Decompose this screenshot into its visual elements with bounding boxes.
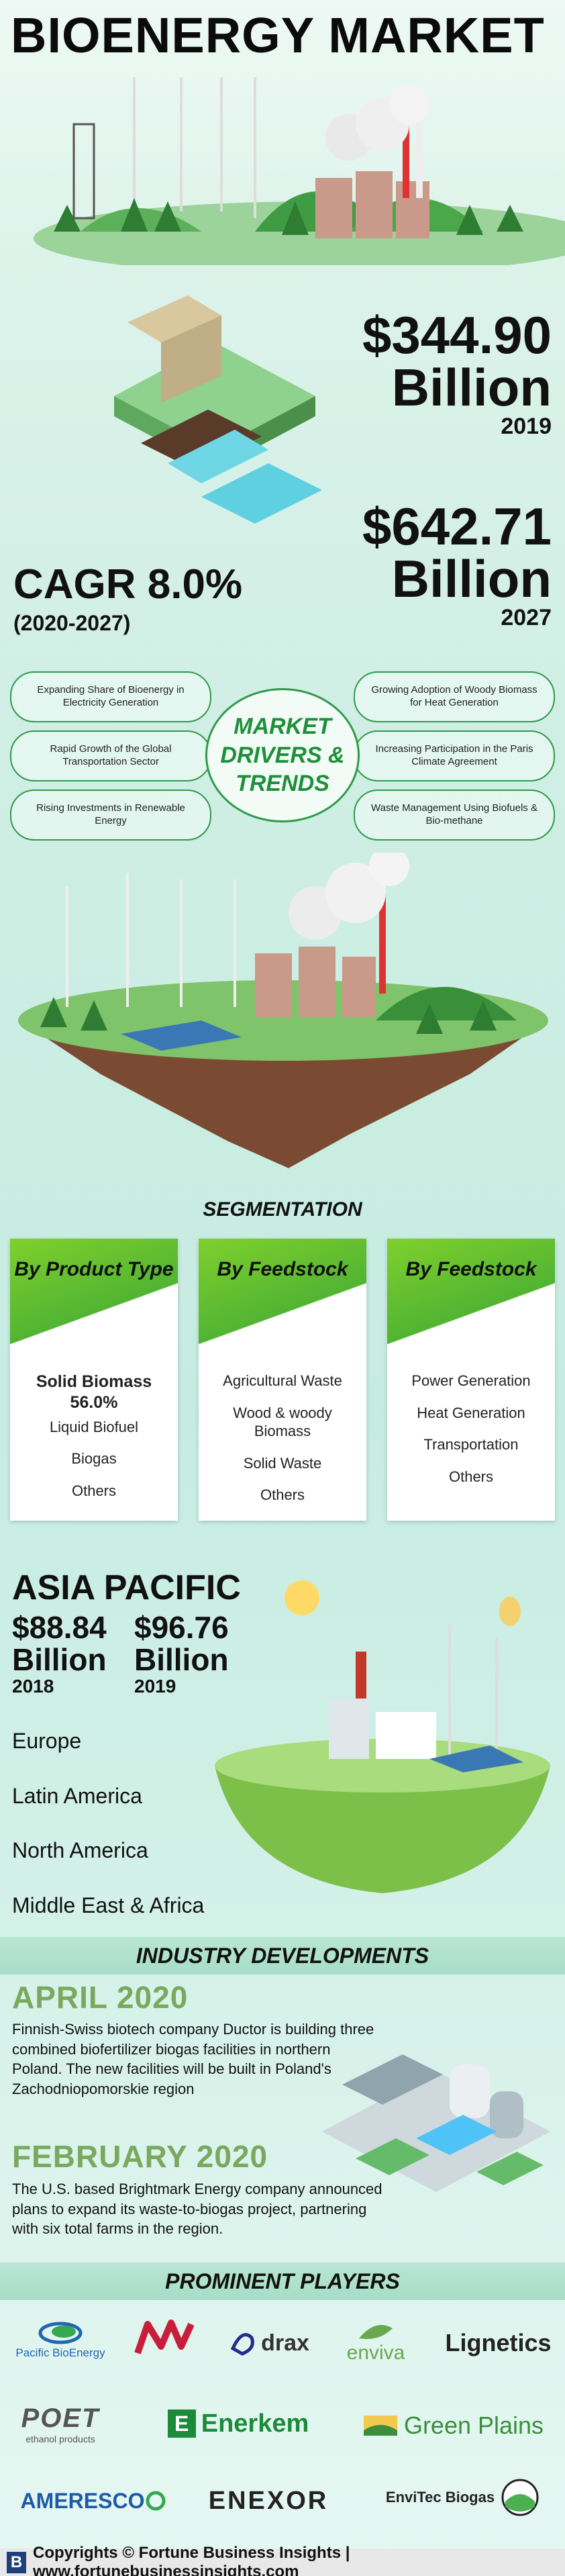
region-latin-america: Latin America bbox=[12, 1784, 142, 1808]
region-unit-2019: Billion bbox=[134, 1642, 229, 1678]
segment-item: Liquid Biofuel bbox=[49, 1418, 139, 1435]
driver-right-3: Waste Management Using Biofuels & Bio-me… bbox=[354, 790, 555, 841]
segment-item: Transportation bbox=[423, 1436, 519, 1453]
market-unit-2019: Billion bbox=[391, 358, 552, 417]
landscape-illustration bbox=[34, 77, 565, 265]
driver-right-2: Increasing Participation in the Paris Cl… bbox=[354, 730, 555, 781]
region-north-america: North America bbox=[12, 1838, 148, 1862]
market-unit-2027: Billion bbox=[391, 549, 552, 608]
logo-enerkem: E Enerkem bbox=[161, 2400, 315, 2447]
card-title: By Product Type bbox=[10, 1239, 178, 1353]
segment-item: Others bbox=[71, 1482, 117, 1499]
card-title: By Feedstock bbox=[387, 1239, 555, 1353]
segment-item: Solid Waste bbox=[243, 1454, 322, 1472]
drivers-hub: MARKET DRIVERS & TRENDS bbox=[205, 688, 360, 822]
ameresco-swirl-icon bbox=[146, 2491, 166, 2511]
region-middle-east-africa: Middle East & Africa bbox=[12, 1893, 205, 1917]
region-year-2018: 2018 bbox=[12, 1675, 54, 1697]
market-value-2027: $642.71 bbox=[362, 497, 552, 556]
region-value-2019: $96.76 bbox=[134, 1610, 229, 1645]
red-mark-icon bbox=[134, 2320, 195, 2354]
logo-green-plains: Green Plains bbox=[349, 2403, 557, 2447]
page-title: BIOENERGY MARKET bbox=[11, 7, 545, 63]
driver-left-1: Expanding Share of Bioenergy in Electric… bbox=[10, 671, 211, 722]
logo-red-mark bbox=[124, 2313, 205, 2367]
dev-date-1: APRIL 2020 bbox=[12, 1980, 189, 2015]
dev-text-2: The U.S. based Brightmark Energy company… bbox=[12, 2181, 382, 2238]
cagr-period: (2020-2027) bbox=[13, 611, 131, 635]
region-year-2019: 2019 bbox=[134, 1675, 176, 1697]
market-value-2019: $344.90 bbox=[362, 305, 552, 365]
segment-item: Others bbox=[448, 1468, 494, 1485]
logo-pacific-bioenergy: Pacific BioEnergy bbox=[7, 2309, 114, 2370]
dev-text-1: Finnish-Swiss biotech company Ductor is … bbox=[12, 2021, 374, 2098]
logo-enviva: enviva bbox=[329, 2316, 423, 2370]
segment-card-product-type: By Product Type Solid Biomass 56.0% Liqu… bbox=[10, 1239, 178, 1521]
segment-item: Biogas bbox=[71, 1450, 117, 1467]
region-unit-2018: Billion bbox=[12, 1642, 107, 1678]
logo-enexor: ENEXOR bbox=[208, 2486, 329, 2515]
segment-item: Agricultural Waste bbox=[223, 1372, 342, 1389]
logo-drax: drax bbox=[221, 2320, 315, 2367]
segment-item: Solid Biomass 56.0% bbox=[36, 1372, 152, 1413]
region-value-2018: $88.84 bbox=[12, 1610, 107, 1645]
footer: B Copyrights © Fortune Business Insights… bbox=[0, 2544, 565, 2576]
hydro-dam-illustration bbox=[114, 295, 322, 524]
logo-lignetics: Lignetics bbox=[445, 2329, 552, 2356]
green-plains-icon bbox=[363, 2415, 397, 2436]
driver-left-2: Rapid Growth of the Global Transportatio… bbox=[10, 730, 211, 781]
logo-ameresco: AMERESCO bbox=[7, 2477, 181, 2524]
developments-heading: INDUSTRY DEVELOPMENTS bbox=[0, 1937, 565, 1974]
cagr-label: CAGR 8.0% bbox=[13, 561, 243, 608]
players-heading: PROMINENT PLAYERS bbox=[0, 2262, 565, 2300]
segment-item: Wood & woody Biomass bbox=[233, 1404, 332, 1440]
market-year-2027: 2027 bbox=[501, 605, 552, 630]
envitec-globe-icon bbox=[501, 2479, 539, 2516]
brand-icon: B bbox=[7, 2551, 26, 2573]
enerkem-icon: E bbox=[167, 2410, 196, 2438]
drax-icon bbox=[230, 2333, 254, 2356]
segmentation-heading: SEGMENTATION bbox=[203, 1198, 362, 1221]
logo-poet: POET ethanol products bbox=[21, 2403, 100, 2444]
logo-envitec-biogas: EnviTec Biogas bbox=[369, 2471, 557, 2524]
globe-illustration bbox=[215, 1580, 550, 1893]
segment-card-application: By Feedstock Power Generation Heat Gener… bbox=[387, 1239, 555, 1521]
footer-text: Copyrights © Fortune Business Insights |… bbox=[32, 2543, 350, 2576]
segment-card-feedstock: By Feedstock Agricultural Waste Wood & w… bbox=[199, 1239, 366, 1521]
enviva-leaf-icon bbox=[359, 2325, 393, 2339]
segment-item: Heat Generation bbox=[417, 1404, 525, 1421]
region-title: ASIA PACIFIC bbox=[12, 1568, 241, 1607]
card-title: By Feedstock bbox=[199, 1239, 366, 1353]
dev-date-2: FEBRUARY 2020 bbox=[12, 2139, 268, 2174]
region-europe: Europe bbox=[12, 1729, 82, 1753]
floating-island-illustration bbox=[18, 853, 548, 1168]
segment-item: Power Generation bbox=[411, 1372, 531, 1389]
driver-right-1: Growing Adoption of Woody Biomass for He… bbox=[354, 671, 555, 722]
pacific-bioenergy-icon bbox=[38, 2322, 83, 2344]
driver-left-3: Rising Investments in Renewable Energy bbox=[10, 790, 211, 841]
market-year-2019: 2019 bbox=[501, 414, 552, 439]
biogas-plant-illustration bbox=[322, 2054, 550, 2192]
segment-item: Others bbox=[260, 1486, 305, 1503]
